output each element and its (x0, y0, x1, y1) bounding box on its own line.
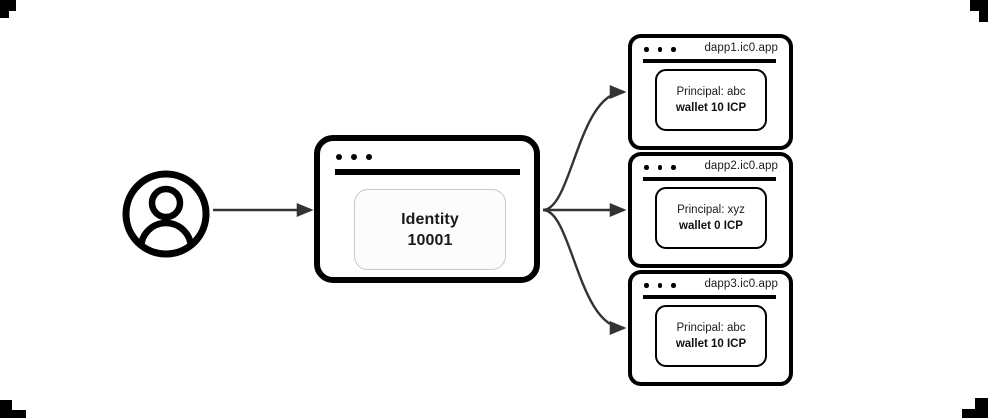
window-dot-2 (657, 283, 662, 288)
dapp1-principal: Principal: abc (676, 86, 746, 98)
identity-card-title: Identity (401, 210, 459, 228)
window-dot-1 (336, 154, 342, 160)
window-dot-1 (644, 47, 649, 52)
window-dot-3 (671, 47, 676, 52)
window-dot-3 (671, 165, 676, 170)
identity-card-number: 10001 (407, 231, 453, 249)
dapp-window-2[interactable]: dapp2.ic0.app Principal: xyz wallet 0 IC… (628, 152, 793, 268)
window-dot-2 (657, 47, 662, 52)
dapp3-wallet: wallet 10 ICP (675, 338, 747, 350)
window-dot-1 (644, 165, 649, 170)
corner-mark-top-left-2 (0, 0, 9, 18)
dapp2-title: dapp2.ic0.app (704, 160, 778, 172)
dapp1-card: Principal: abc wallet 10 ICP (655, 69, 767, 131)
window-dot-1 (644, 283, 649, 288)
corner-mark-bottom-left-2 (0, 400, 12, 418)
dapp3-title: dapp3.ic0.app (704, 278, 778, 290)
dapp1-address-bar (643, 59, 776, 63)
corner-mark-top-right-2 (979, 0, 988, 22)
dapp2-address-bar (643, 177, 776, 181)
identity-window-dots (336, 154, 372, 160)
dapp-window-1[interactable]: dapp1.ic0.app Principal: abc wallet 10 I… (628, 34, 793, 150)
window-dot-3 (671, 283, 676, 288)
corner-mark-bottom-left (0, 410, 26, 418)
dapp2-window-dots (644, 165, 676, 170)
dapp2-wallet: wallet 0 ICP (679, 220, 743, 232)
dapp1-window-dots (644, 47, 676, 52)
dapp3-card: Principal: abc wallet 10 ICP (655, 305, 767, 367)
identity-window[interactable]: Identity 10001 (314, 135, 540, 283)
user-avatar-icon (122, 170, 210, 258)
dapp1-wallet: wallet 10 ICP (675, 102, 747, 114)
window-dot-2 (657, 165, 662, 170)
dapp3-address-bar (643, 295, 776, 299)
identity-card: Identity 10001 (354, 189, 506, 270)
dapp1-title: dapp1.ic0.app (704, 42, 778, 54)
arrow-identity-to-dapp3 (542, 208, 627, 336)
dapp2-principal: Principal: xyz (677, 204, 745, 216)
arrow-identity-to-dapp1 (542, 84, 627, 212)
dapp3-window-dots (644, 283, 676, 288)
dapp3-principal: Principal: abc (676, 322, 746, 334)
corner-mark-bottom-right-2 (975, 398, 988, 418)
window-dot-2 (351, 154, 357, 160)
identity-window-address-bar (335, 169, 520, 175)
window-dot-3 (366, 154, 372, 160)
dapp-window-3[interactable]: dapp3.ic0.app Principal: abc wallet 10 I… (628, 270, 793, 386)
dapp2-card: Principal: xyz wallet 0 ICP (655, 187, 767, 249)
